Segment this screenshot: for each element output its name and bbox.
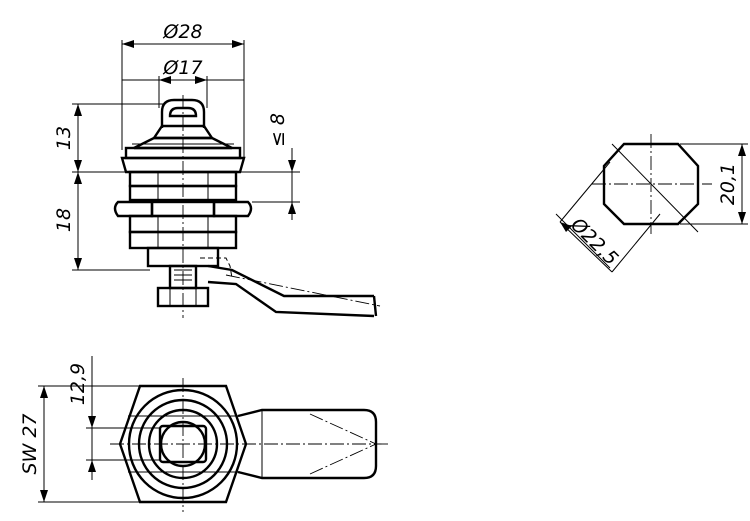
nut-right [212,200,253,218]
lever-top [207,264,374,298]
bottom-view: 12,9 SW 27 [19,356,390,512]
dim-h129: 12,9 [67,363,89,405]
lever-bottom [207,280,375,318]
dim-d225-line [559,221,613,273]
dim-sw27: SW 27 [19,413,41,474]
nut-left [113,200,154,218]
dim-w201: 20,1 [717,163,739,205]
dim-d225: Ø22,5 [566,213,623,270]
dim-h18: 18 [53,208,75,232]
dim-le8: ≤ 8 [267,113,289,147]
lever-end [372,295,378,317]
body-mid [128,184,238,202]
cam-bow [160,98,206,128]
lever-hidden [200,257,233,279]
end-octagon [602,142,700,226]
dim-h13: 13 [53,126,75,150]
dim-d28: Ø28 [162,21,202,43]
lever-centerline [225,274,381,307]
front-view: Ø28 Ø17 13 18 ≤ 8 [53,21,381,318]
end-view: 20,1 Ø22,5 [555,134,748,273]
dim-d17: Ø17 [162,57,202,79]
bow-slot [168,106,198,118]
screw-head [156,286,210,308]
